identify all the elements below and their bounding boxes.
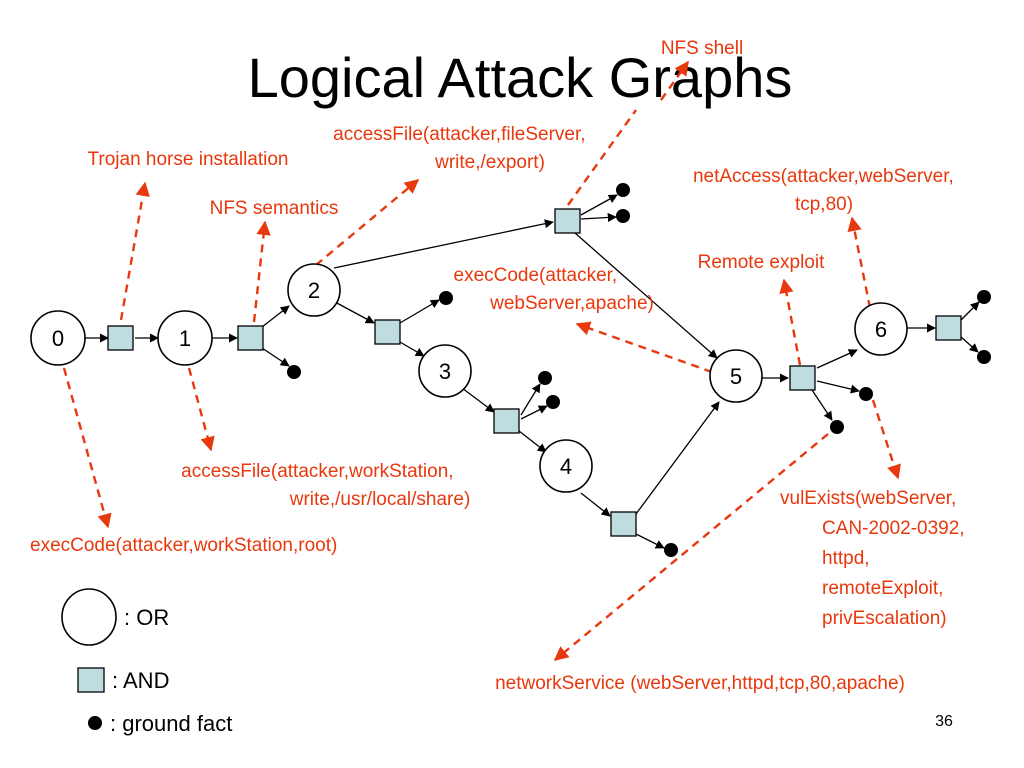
edge-andtop-5 bbox=[574, 232, 718, 359]
ground-fact bbox=[664, 543, 678, 557]
legend-fact-symbol bbox=[88, 716, 102, 730]
edge-3-and4 bbox=[461, 387, 495, 413]
edge-and6-fact2 bbox=[811, 389, 833, 421]
or-node-2 bbox=[287, 263, 341, 317]
ground-fact bbox=[977, 290, 991, 304]
and-node bbox=[610, 511, 637, 537]
arrow-exec-webserver bbox=[575, 321, 713, 374]
or-node-0 bbox=[30, 310, 86, 366]
ground-fact bbox=[616, 209, 630, 223]
arrow-exec-ws-root bbox=[62, 367, 112, 529]
edge-and5-5 bbox=[635, 401, 720, 515]
ground-fact bbox=[859, 387, 873, 401]
ground-fact bbox=[546, 395, 560, 409]
arrow-access-file-server bbox=[315, 179, 420, 266]
edge-and3-3 bbox=[399, 341, 425, 357]
or-node-5-label: 5 bbox=[730, 364, 742, 389]
annotation-net-access: netAccess(attacker,webServer, tcp,80) bbox=[693, 166, 959, 215]
legend-or-label: : OR bbox=[124, 605, 169, 630]
ground-fact bbox=[287, 365, 301, 379]
edge-4-and5 bbox=[580, 492, 611, 517]
or-nodes: 0 1 2 3 4 5 6 bbox=[30, 263, 908, 493]
annotation-nfs-semantics: NFS semantics bbox=[210, 198, 339, 219]
and-node bbox=[493, 408, 520, 434]
legend-and-label: : AND bbox=[112, 668, 169, 693]
edge-and5-fact bbox=[635, 533, 665, 549]
annotation-exec-ws-root: execCode(attacker,workStation,root) bbox=[30, 535, 337, 556]
ground-fact bbox=[830, 420, 844, 434]
annotation-arrows bbox=[62, 60, 901, 661]
edge-andtop-fact2 bbox=[580, 212, 617, 223]
and-nodes bbox=[107, 208, 962, 537]
or-node-3-label: 3 bbox=[439, 359, 451, 384]
page-number: 36 bbox=[935, 713, 953, 730]
arrow-nfs-semantics bbox=[252, 220, 271, 323]
annotation-labels: NFS shell Trojan horse installation NFS … bbox=[30, 38, 970, 694]
edge-and4-4 bbox=[518, 430, 547, 453]
or-node-0-label: 0 bbox=[52, 326, 64, 351]
edge-2-and-top bbox=[333, 219, 554, 269]
and-node bbox=[554, 208, 581, 234]
and-node bbox=[935, 315, 962, 341]
edge-and3-fact bbox=[399, 299, 440, 324]
edge-and6-6 bbox=[816, 349, 858, 369]
arrow-net-access bbox=[847, 216, 872, 309]
or-node-4 bbox=[539, 439, 593, 493]
edge-and7-fact1 bbox=[960, 301, 980, 321]
edge-2-and3 bbox=[334, 301, 375, 324]
edge-and6-fact1 bbox=[816, 380, 860, 394]
legend: : OR : AND : ground fact bbox=[61, 588, 232, 736]
and-node bbox=[107, 325, 134, 351]
arrow-nfs-shell bbox=[567, 109, 637, 206]
annotation-trojan: Trojan horse installation bbox=[87, 149, 288, 170]
annotation-network-service: networkService (webServer,httpd,tcp,80,a… bbox=[495, 673, 905, 694]
and-node bbox=[374, 319, 401, 345]
annotation-nfs-shell: NFS shell bbox=[661, 38, 743, 59]
or-node-4-label: 4 bbox=[560, 454, 572, 479]
or-node-6-label: 6 bbox=[875, 317, 887, 342]
edge-andtop-fact1 bbox=[580, 194, 618, 216]
ground-fact bbox=[538, 371, 552, 385]
edge-and2-2 bbox=[261, 305, 290, 328]
or-node-3 bbox=[418, 344, 472, 398]
ground-fact bbox=[977, 350, 991, 364]
or-node-1-label: 1 bbox=[179, 326, 191, 351]
arrow-remote-exploit bbox=[779, 278, 802, 366]
ground-facts bbox=[287, 183, 991, 557]
or-node-6 bbox=[854, 302, 908, 356]
or-node-5 bbox=[709, 349, 763, 403]
or-node-1 bbox=[157, 310, 213, 366]
edge-and2-fact bbox=[261, 347, 290, 367]
edge-and4-fact2 bbox=[520, 405, 548, 420]
arrow-access-file-ws bbox=[187, 367, 215, 452]
legend-fact-label: : ground fact bbox=[110, 711, 232, 736]
edge-and7-fact2 bbox=[960, 336, 979, 353]
arrow-trojan bbox=[119, 181, 150, 321]
annotation-vul-exists: vulExists(webServer, CAN-2002-0392, http… bbox=[780, 488, 970, 629]
ground-fact bbox=[439, 291, 453, 305]
legend-and-symbol bbox=[77, 667, 105, 693]
and-node bbox=[789, 365, 816, 391]
graph-edges bbox=[85, 194, 980, 549]
annotation-access-file-server: accessFile(attacker,fileServer, write,/e… bbox=[333, 124, 591, 173]
or-node-2-label: 2 bbox=[308, 278, 320, 303]
arrow-network-service bbox=[553, 433, 829, 661]
arrow-vul-exists bbox=[871, 399, 901, 480]
page-title: Logical Attack Graphs bbox=[248, 46, 793, 109]
annotation-exec-webserver: execCode(attacker, webServer,apache) bbox=[454, 265, 654, 314]
legend-or-symbol bbox=[61, 588, 117, 646]
ground-fact bbox=[616, 183, 630, 197]
annotation-access-file-ws: accessFile(attacker,workStation, write,/… bbox=[181, 461, 470, 510]
arrow-nfs-shell-top bbox=[660, 60, 689, 101]
edge-and4-fact1 bbox=[520, 383, 541, 416]
and-node bbox=[237, 325, 264, 351]
annotation-remote-exploit: Remote exploit bbox=[698, 252, 825, 273]
